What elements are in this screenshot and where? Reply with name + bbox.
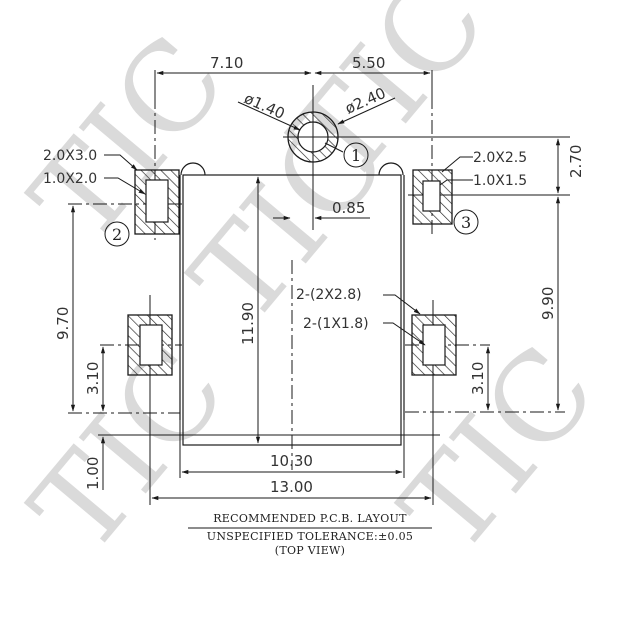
pad-3	[412, 169, 453, 225]
svg-text:10.30: 10.30	[270, 452, 313, 470]
svg-text:7.10: 7.10	[210, 54, 243, 72]
svg-text:1: 1	[351, 146, 361, 165]
svg-text:5.50: 5.50	[352, 54, 385, 72]
dim-9-70: 9.70	[54, 205, 76, 412]
svg-text:1.00: 1.00	[84, 457, 102, 490]
svg-text:2.70: 2.70	[567, 145, 585, 178]
dim-top: 7.10 5.50	[154, 54, 433, 95]
dim-11-90: 11.90	[239, 176, 261, 444]
svg-text:2-(2X2.8): 2-(2X2.8)	[296, 287, 362, 303]
dim-2-70: 2.70	[555, 138, 585, 194]
pad-2	[134, 169, 180, 235]
callout-pad-3: 2.0X2.5 1.0X1.5	[439, 150, 527, 189]
svg-text:3.10: 3.10	[469, 362, 487, 395]
svg-text:UNSPECIFIED TOLERANCE:±0.05: UNSPECIFIED TOLERANCE:±0.05	[207, 530, 413, 543]
svg-text:(TOP VIEW): (TOP VIEW)	[275, 544, 345, 557]
svg-text:13.00: 13.00	[270, 478, 313, 496]
dim-1-00: 1.00	[84, 434, 440, 490]
svg-text:3: 3	[461, 213, 471, 232]
callout-lower-pads: 2-(2X2.8) 2-(1X1.8)	[296, 287, 426, 346]
svg-text:11.90: 11.90	[239, 302, 257, 345]
svg-text:ø1.40: ø1.40	[241, 89, 287, 123]
svg-text:1.0X2.0: 1.0X2.0	[43, 171, 97, 187]
svg-text:9.70: 9.70	[54, 307, 72, 340]
svg-text:RECOMMENDED P.C.B. LAYOUT: RECOMMENDED P.C.B. LAYOUT	[213, 512, 407, 525]
dim-13-00: 13.00	[151, 478, 432, 501]
pin-labels: 1 2 3	[104, 142, 479, 247]
dim-3-10-left: 3.10	[84, 346, 106, 412]
dim-9-90: 9.90	[539, 196, 561, 411]
dim-10-30: 10.30	[179, 420, 405, 478]
svg-text:0.85: 0.85	[332, 199, 365, 217]
callout-pad-2: 2.0X3.0 1.0X2.0	[43, 148, 146, 195]
pad-1-hole	[283, 107, 570, 167]
pad-lower-left	[127, 314, 173, 376]
svg-text:9.90: 9.90	[539, 287, 557, 320]
dim-3-10-right: 3.10	[469, 346, 491, 411]
svg-text:2: 2	[112, 225, 122, 244]
svg-text:3.10: 3.10	[84, 362, 102, 395]
svg-text:1.0X1.5: 1.0X1.5	[473, 173, 527, 189]
svg-text:2.0X3.0: 2.0X3.0	[43, 148, 97, 164]
svg-text:2-(1X1.8): 2-(1X1.8)	[303, 316, 369, 332]
svg-text:2.0X2.5: 2.0X2.5	[473, 150, 527, 166]
pad-lower-right	[411, 314, 457, 376]
title-block: RECOMMENDED P.C.B. LAYOUT UNSPECIFIED TO…	[188, 512, 432, 557]
dim-0-85: 0.85	[273, 199, 370, 221]
